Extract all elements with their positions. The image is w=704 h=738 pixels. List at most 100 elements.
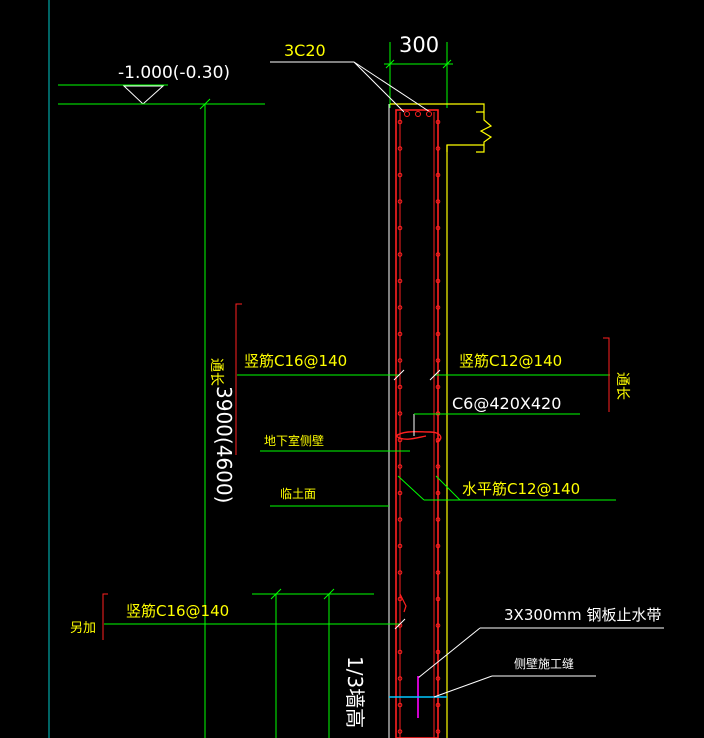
additional-bar-hook	[399, 593, 407, 613]
horizontal-bar-dot	[435, 729, 441, 734]
horizontal-bar-dot	[435, 702, 441, 708]
slab-break-symbol	[476, 112, 493, 153]
horizontal-bar-dot	[435, 146, 441, 151]
horizontal-bar-dot	[397, 278, 403, 284]
inner-vertical-bar-callout: 竖筋C12@140 通长	[429, 337, 630, 412]
additional-label: 另加	[70, 621, 96, 636]
horizontal-bar-dot	[397, 411, 403, 416]
horizontal-bar-dot	[397, 702, 403, 708]
additional-bar-tick	[270, 588, 282, 600]
horizontal-bar-dot	[397, 119, 403, 125]
wall-width-dimension: 300	[384, 33, 453, 108]
horizontal-bar-dot	[397, 146, 403, 151]
elevation-marker: -1.000(-0.30)	[58, 63, 265, 105]
horizontal-bar-dot	[435, 649, 441, 655]
horizontal-bar-dot	[397, 252, 403, 257]
horizontal-bar-dot	[435, 464, 441, 469]
additional-bar-leader-tick	[394, 618, 406, 630]
horizontal-bar-dot	[397, 172, 403, 178]
through-length-right-label: 通长	[614, 372, 630, 400]
construction-joint-callout: 侧壁施工缝	[389, 656, 596, 698]
horizontal-bar-dot	[435, 358, 441, 363]
top-bar-circle	[415, 111, 421, 117]
tie-bar-label: C6@420X420	[452, 394, 561, 413]
outer-bar-range-bracket	[235, 303, 242, 455]
horizontal-bar-dot	[435, 172, 441, 178]
inner-bar-range-bracket	[603, 337, 610, 412]
tie-bar-callout: C6@420X420	[395, 394, 580, 443]
waterstop-callout: 3X300mm 钢板止水带	[417, 606, 664, 718]
tie-bar-hook	[395, 430, 442, 443]
horizontal-bar-dot	[397, 305, 403, 310]
additional-bar-tick	[323, 588, 335, 600]
one-third-height-label: 1/3墙高	[343, 656, 367, 728]
horizontal-bar-callout: 水平筋C12@140	[397, 475, 616, 501]
horizontal-bar-dot	[397, 543, 403, 549]
wall-width-label: 300	[399, 33, 439, 57]
soil-side-label: 临土面	[280, 487, 316, 501]
horizontal-bar-dot	[397, 358, 403, 363]
wall-width-tick-right	[442, 59, 452, 69]
basement-wall-label: 地下室侧壁	[264, 433, 324, 448]
horizontal-bar-dot	[435, 543, 441, 549]
height-dimension-label: 3900(4600)	[212, 386, 236, 503]
outer-vertical-bar-callout: 通长 竖筋C16@140	[208, 303, 405, 455]
elevation-label: -1.000(-0.30)	[118, 63, 230, 83]
top-slab-edge	[390, 103, 485, 113]
horizontal-bar-dot	[397, 676, 403, 681]
horizontal-bar-dot	[435, 384, 441, 390]
horizontal-bar-dot	[435, 331, 441, 337]
horizontal-bar-dot	[435, 225, 441, 231]
horizontal-bar-dot	[435, 490, 441, 496]
horizontal-bar-dot	[435, 623, 441, 628]
horizontal-bar-dot	[435, 305, 441, 310]
waterstop-label: 3X300mm 钢板止水带	[504, 606, 661, 624]
horizontal-bar-dot	[397, 199, 403, 204]
inner-bar-leader-tick	[429, 369, 441, 381]
top-bars-leader	[270, 61, 431, 113]
top-bars-callout: 3C20	[270, 41, 432, 117]
additional-bar-bracket	[102, 593, 108, 640]
wall-width-tick-left	[385, 59, 395, 69]
horizontal-bar-dot	[397, 729, 403, 734]
height-dimension-tick	[199, 98, 211, 110]
horizontal-bar-label: 水平筋C12@140	[462, 480, 580, 498]
vertical-bar-inner-label: 竖筋C12@140	[459, 352, 562, 370]
wall-body	[388, 104, 441, 738]
top-bar-circle	[426, 111, 432, 117]
horizontal-bar-dot	[397, 649, 403, 655]
horizontal-bar-leader-diagonal	[435, 475, 461, 501]
horizontal-bar-dot	[397, 384, 403, 390]
height-dimension: 3900(4600)	[199, 98, 236, 738]
horizontal-bar-dot	[397, 490, 403, 496]
horizontal-bar-dot	[435, 119, 441, 125]
construction-joint-label: 侧壁施工缝	[514, 656, 574, 671]
outer-bar-leader-tick	[393, 369, 405, 381]
additional-bar-callout: 另加 竖筋C16@140	[70, 588, 407, 738]
horizontal-bar-dot	[397, 331, 403, 337]
horizontal-bar-dot	[435, 570, 441, 575]
through-length-left-label: 通长	[208, 358, 224, 386]
elevation-triangle-symbol	[122, 85, 165, 105]
horizontal-bar-dot	[397, 570, 403, 575]
vertical-bar-outer-label: 竖筋C16@140	[244, 352, 347, 370]
wall-reinforcement-cage	[395, 109, 439, 738]
top-bars-label: 3C20	[284, 41, 326, 60]
horizontal-bar-dot	[435, 596, 441, 602]
top-slab-outline	[390, 103, 493, 738]
horizontal-bar-dot	[397, 517, 403, 522]
horizontal-bar-dot	[435, 252, 441, 257]
horizontal-bar-dot	[435, 517, 441, 522]
horizontal-bar-dot	[435, 278, 441, 284]
waterstop-leader	[417, 627, 481, 679]
horizontal-bar-leader-diagonal	[397, 475, 425, 501]
construction-joint-leader	[433, 675, 493, 698]
soil-side-callout: 临土面	[270, 487, 389, 507]
top-bar-circle	[404, 111, 410, 117]
slab-step-edge	[446, 144, 484, 152]
horizontal-bar-dot	[397, 464, 403, 469]
horizontal-bar-dot	[435, 676, 441, 681]
vertical-bar-additional-label: 竖筋C16@140	[126, 602, 229, 620]
